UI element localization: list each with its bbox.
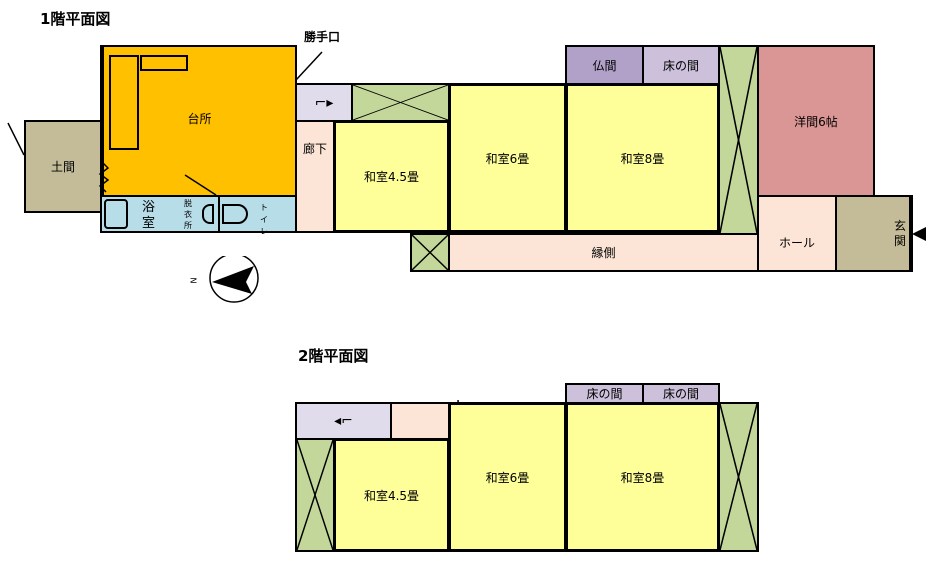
- wall: [218, 195, 220, 233]
- stairs-floor2: ◂⌐: [295, 402, 392, 440]
- room-doma: 土間: [24, 120, 102, 213]
- room-kitchen: 台所: [100, 45, 297, 197]
- room-label: ホール: [778, 236, 815, 250]
- room-washitsu-45: 和室4.5畳: [333, 120, 450, 233]
- room-label: 縁側: [591, 246, 616, 260]
- room-youma: 洋間6帖: [757, 45, 875, 197]
- room-washitsu-8: 和室8畳: [565, 83, 720, 233]
- room-label: 土間: [50, 160, 75, 174]
- room-washitsu-45-f2: 和室4.5畳: [333, 438, 450, 552]
- room-tokonoma-f2-2: 床の間: [642, 383, 720, 404]
- bathtub-icon: [104, 199, 128, 229]
- room-label: 床の間: [662, 387, 699, 401]
- room-label: 和室4.5畳: [363, 170, 420, 184]
- sink-icon: [202, 204, 214, 224]
- room-butsuma: 仏間: [565, 45, 644, 85]
- toilet-label: トイレ: [260, 203, 268, 236]
- toilet-icon: [222, 204, 248, 224]
- room-label: 和室8畳: [620, 470, 665, 485]
- room-label: 洋間6帖: [794, 114, 838, 129]
- stairs-floor1: ⌐▸: [295, 83, 353, 122]
- stairs-arrow-icon: ◂⌐: [334, 413, 353, 429]
- kitchen-sink: [140, 55, 188, 71]
- closet: [351, 83, 450, 122]
- room-label: 床の間: [586, 387, 623, 401]
- dressing-label: 脱衣所: [184, 199, 192, 230]
- room-label: 和室8畳: [620, 151, 665, 166]
- closet: [718, 402, 759, 552]
- bath-label: 浴室: [142, 200, 156, 231]
- closet: [295, 438, 335, 552]
- room-label: 玄関: [894, 218, 907, 248]
- stairs-arrow-icon: ⌐▸: [314, 94, 334, 111]
- room-label: 廊下: [302, 142, 327, 156]
- floor2-title: 2階平面図: [298, 347, 369, 365]
- room-tokonoma: 床の間: [642, 45, 720, 85]
- room-hall: ホール: [757, 195, 837, 272]
- room-corridor: 廊下: [295, 120, 335, 233]
- floor1-title: 1階平面図: [40, 10, 111, 28]
- room-genkan: 玄関: [835, 195, 913, 272]
- room-tokonoma-f2-1: 床の間: [565, 383, 644, 404]
- wet-area: 浴室 脱衣所 トイレ: [100, 195, 297, 236]
- back-door-label: 勝手口: [304, 30, 341, 44]
- room-label: 床の間: [662, 58, 699, 73]
- room-label: 和室4.5畳: [363, 488, 420, 503]
- room-label: 和室6畳: [485, 151, 530, 166]
- room-washitsu-6: 和室6畳: [448, 83, 567, 233]
- room-washitsu-6-f2: 和室6畳: [448, 402, 567, 552]
- landing: [390, 402, 450, 440]
- compass-north-label: N: [188, 277, 198, 284]
- compass-icon: N: [188, 253, 270, 306]
- room-washitsu-8-f2: 和室8畳: [565, 402, 720, 552]
- room-label: 台所: [187, 112, 212, 126]
- closet: [410, 233, 450, 272]
- room-label: 和室6畳: [485, 470, 530, 485]
- kitchen-counter: [109, 55, 139, 150]
- room-engawa: 縁側: [448, 233, 759, 272]
- room-label: 仏間: [592, 58, 617, 73]
- closet: [718, 45, 759, 235]
